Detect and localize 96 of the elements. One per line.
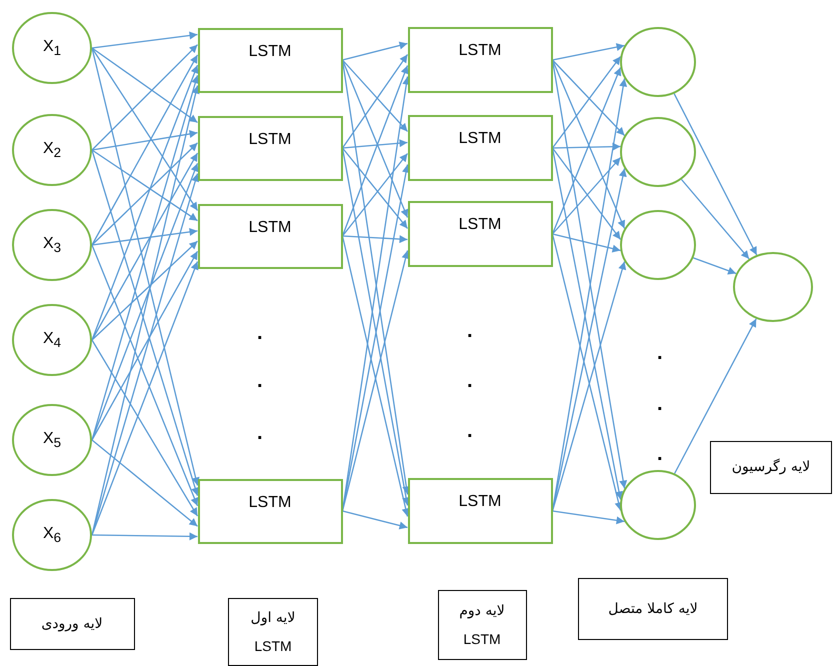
- arrow: [342, 510, 408, 530]
- ellipsis-dot: .: [657, 394, 663, 414]
- arrow: [92, 130, 198, 151]
- node-text: X$_{2}$: [42, 140, 62, 160]
- arrow: [342, 60, 408, 132]
- arrow: [674, 93, 758, 256]
- lstm-box: [408, 478, 552, 544]
- arrow: [552, 43, 625, 61]
- node-text: X$_{4}$: [42, 330, 62, 350]
- arrow: [552, 148, 622, 240]
- arrow: [552, 142, 621, 151]
- arrow: [552, 510, 625, 524]
- arrow: [91, 48, 200, 486]
- input-circle: [12, 12, 92, 84]
- arrow: [693, 257, 736, 275]
- arrow: [91, 340, 198, 516]
- arrow: [91, 163, 198, 440]
- node-text: LSTM: [248, 218, 292, 236]
- layer-label-box: [710, 440, 832, 494]
- arrow: [92, 44, 198, 150]
- arrow: [92, 142, 198, 246]
- arrow: [92, 240, 198, 340]
- lstm-box: [408, 201, 552, 267]
- input-circle: [12, 404, 92, 476]
- arrow: [91, 48, 198, 211]
- arrow: [92, 532, 198, 540]
- arrow: [92, 32, 198, 49]
- neuron-circle: [620, 117, 696, 187]
- node-text: لایه کاملا متصل: [608, 601, 698, 617]
- arrow: [92, 228, 198, 246]
- lstm-box: [198, 116, 342, 180]
- layer-label-box: [578, 578, 728, 640]
- lstm-box: [408, 115, 552, 181]
- node-text: LSTM: [248, 494, 292, 512]
- node-text: X$_{1}$: [42, 38, 62, 58]
- arrow: [91, 250, 198, 440]
- layer-label-box: [228, 598, 318, 666]
- arrow: [342, 153, 408, 236]
- ellipsis-dot: .: [467, 421, 473, 441]
- arrow: [91, 244, 198, 506]
- node-text: LSTM: [254, 638, 292, 654]
- neuron-circle: [620, 27, 696, 97]
- ellipsis-dot: .: [257, 323, 263, 343]
- node-text: لایه رگرسیون: [732, 459, 810, 475]
- node-text: لایه ورودی: [41, 616, 103, 632]
- node-text: LSTM: [458, 42, 502, 60]
- output-circle: [733, 252, 813, 322]
- arrow: [552, 60, 625, 136]
- lstm-box: [408, 27, 552, 93]
- node-text: X$_{3}$: [42, 234, 62, 256]
- arrow: [342, 235, 408, 244]
- arrow: [552, 233, 621, 252]
- arrow: [342, 148, 408, 229]
- arrow: [674, 318, 757, 474]
- ellipsis-dot: .: [467, 371, 473, 391]
- arrow: [92, 47, 198, 124]
- node-text: لایه اول: [250, 610, 296, 626]
- neuron-circle: [620, 210, 696, 280]
- arrow: [342, 54, 408, 148]
- ellipsis-dot: .: [257, 423, 263, 443]
- node-text: LSTM: [463, 631, 501, 647]
- arrow: [91, 54, 198, 246]
- ellipsis-dot: .: [657, 343, 663, 363]
- arrow: [91, 173, 200, 536]
- node-text: LSTM: [458, 216, 502, 234]
- node-text: LSTM: [248, 130, 292, 148]
- input-circle: [12, 304, 92, 376]
- lstm-box: [198, 204, 342, 268]
- arrow: [92, 149, 198, 222]
- node-text: LSTM: [248, 42, 292, 60]
- input-circle: [12, 114, 92, 186]
- arrow: [552, 56, 622, 148]
- layer-label-box: [10, 598, 134, 650]
- arrow: [552, 157, 621, 234]
- neuron-circle: [620, 470, 696, 540]
- input-circle: [12, 209, 92, 281]
- arrow: [681, 179, 750, 260]
- node-text: LSTM: [458, 493, 502, 511]
- ellipsis-dot: .: [467, 321, 473, 341]
- arrow: [342, 139, 408, 149]
- node-text: LSTM: [458, 130, 502, 148]
- ellipsis-dot: .: [257, 371, 263, 391]
- lstm-box: [198, 478, 342, 544]
- arrow: [91, 152, 198, 340]
- lstm-box: [198, 28, 342, 92]
- ellipsis-dot: .: [657, 444, 663, 464]
- arrow: [342, 42, 408, 61]
- arrow: [91, 64, 198, 340]
- arrow: [91, 150, 199, 496]
- arrow: [92, 440, 198, 527]
- node-text: لایه دوم: [459, 603, 505, 619]
- node-text: X$_{6}$: [42, 524, 62, 546]
- layer-label-box: [438, 590, 526, 660]
- arrow: [91, 261, 198, 536]
- node-text: X$_{5}$: [42, 430, 62, 450]
- input-circle: [12, 499, 92, 571]
